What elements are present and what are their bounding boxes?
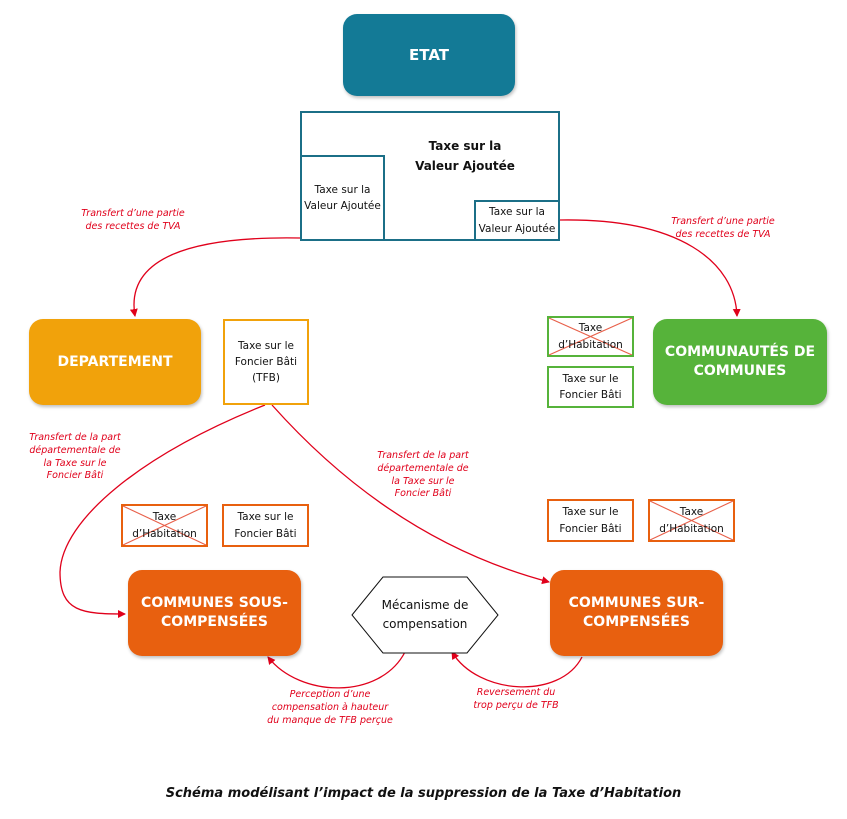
tfb-sous-box: Taxe sur le Foncier Bâti	[222, 504, 309, 547]
communes-sur-compensees-node: COMMUNES SUR- COMPENSÉES	[550, 570, 723, 656]
th-sur-box: Taxe d’Habitation	[648, 499, 735, 542]
label-line: la Taxe sur le	[391, 475, 455, 487]
tfb-communautes-line-2: Foncier Bâti	[559, 389, 622, 401]
tva-main-line-2: Valeur Ajoutée	[415, 158, 515, 173]
tfb-sur-box: Taxe sur le Foncier Bâti	[547, 499, 634, 542]
tfb-departement-line-3: (TFB)	[252, 372, 280, 385]
tva-right-box: Taxe sur la Valeur Ajoutée	[474, 200, 560, 241]
label-tva-to-communautes: Transfert d’une partie des recettes de T…	[648, 216, 798, 242]
communautes-line-1: COMMUNAUTÉS DE	[664, 344, 816, 361]
etat-node: ETAT	[343, 14, 515, 96]
th-communautes-line-2: d’Habitation	[558, 338, 623, 351]
sous-line-1: COMMUNES SOUS-	[141, 595, 288, 612]
th-sous-line-2: d’Habitation	[132, 527, 197, 540]
tva-left-line-1: Taxe sur la	[314, 183, 371, 196]
label-line: départementale de	[29, 444, 121, 456]
label-perception: Perception d’une compensation à hauteur …	[250, 689, 410, 727]
label-line: Transfert de la part	[29, 432, 121, 443]
th-sous-box: Taxe d’Habitation	[121, 504, 208, 547]
label-line: Foncier Bâti	[46, 470, 104, 482]
strike-cross-icon	[549, 318, 632, 355]
th-sur-line-2: d’Habitation	[659, 522, 724, 535]
etat-label: ETAT	[409, 45, 449, 64]
label-reversement: Reversement du trop perçu de TFB	[446, 687, 586, 713]
arrow-sur-compensees-to-mecanisme	[451, 651, 583, 688]
th-communautes-box: Taxe d’Habitation	[547, 316, 634, 357]
label-tfb-to-sur: Transfert de la part départementale de l…	[358, 450, 488, 501]
departement-label: DEPARTEMENT	[57, 353, 173, 370]
mecanisme-line-1: Mécanisme de	[381, 597, 469, 612]
th-sur-line-1: Taxe	[679, 506, 704, 519]
tfb-sous-line-1: Taxe sur le	[237, 511, 294, 524]
label-tfb-to-sous: Transfert de la part départementale de l…	[10, 432, 140, 483]
label-line: du manque de TFB perçue	[267, 714, 393, 726]
label-line: Perception d’une	[289, 689, 371, 700]
label-line: compensation à hauteur	[271, 701, 389, 713]
tfb-departement-box: Taxe sur le Foncier Bâti (TFB)	[223, 319, 309, 405]
strike-cross-icon	[650, 501, 733, 540]
sur-line-2: COMPENSÉES	[583, 614, 690, 630]
label-line: départementale de	[377, 462, 469, 474]
th-sous-line-1: Taxe	[152, 511, 177, 524]
figure-caption: Schéma modélisant l’impact de la suppres…	[165, 786, 682, 801]
mecanisme-node: Mécanisme de compensation	[360, 582, 490, 648]
tva-right-line-1: Taxe sur la	[489, 206, 545, 219]
label-line: des recettes de TVA	[85, 220, 181, 232]
communes-sous-compensees-node: COMMUNES SOUS- COMPENSÉES	[128, 570, 301, 656]
arrow-tva-to-departement	[129, 237, 301, 317]
label-line: Transfert d’une partie	[671, 216, 775, 227]
mecanisme-line-2: compensation	[382, 617, 468, 631]
label-line: des recettes de TVA	[675, 228, 771, 240]
label-line: Transfert de la part	[377, 450, 469, 461]
arrow-tfb-to-sur-compensees	[271, 404, 550, 585]
strike-cross-icon	[123, 506, 206, 545]
tva-main-line-1: Taxe sur la	[428, 139, 502, 153]
label-line: Foncier Bâti	[394, 488, 452, 500]
tfb-sur-line-2: Foncier Bâti	[559, 522, 622, 535]
tfb-sous-line-2: Foncier Bâti	[234, 527, 297, 540]
label-line: Reversement du	[476, 687, 556, 698]
tva-left-line-2: Valeur Ajoutée	[304, 200, 381, 212]
arrow-tfb-to-sous-compensees	[59, 404, 266, 618]
arrow-tva-to-communautes	[559, 219, 741, 317]
tva-right-line-2: Valeur Ajoutée	[478, 222, 556, 235]
tfb-departement-line-1: Taxe sur le	[238, 339, 294, 352]
sur-line-1: COMMUNES SUR-	[568, 595, 705, 612]
sous-line-2: COMPENSÉES	[161, 614, 268, 630]
label-line: Transfert d’une partie	[81, 208, 185, 219]
communautes-line-2: COMMUNES	[693, 363, 787, 379]
tfb-communautes-box: Taxe sur le Foncier Bâti	[547, 366, 634, 408]
tfb-sur-line-1: Taxe sur le	[562, 506, 619, 519]
label-tva-to-departement: Transfert d’une partie des recettes de T…	[58, 208, 208, 234]
communautes-node: COMMUNAUTÉS DE COMMUNES	[653, 319, 827, 405]
tfb-communautes-line-1: Taxe sur le	[562, 372, 619, 385]
th-communautes-line-1: Taxe	[578, 322, 603, 335]
arrow-mecanisme-to-sous-compensees	[267, 651, 406, 689]
label-line: trop perçu de TFB	[473, 699, 559, 711]
tfb-departement-line-2: Foncier Bâti	[234, 355, 298, 368]
tva-left-box: Taxe sur la Valeur Ajoutée	[300, 155, 385, 241]
departement-node: DEPARTEMENT	[29, 319, 201, 405]
label-line: la Taxe sur le	[43, 457, 107, 469]
